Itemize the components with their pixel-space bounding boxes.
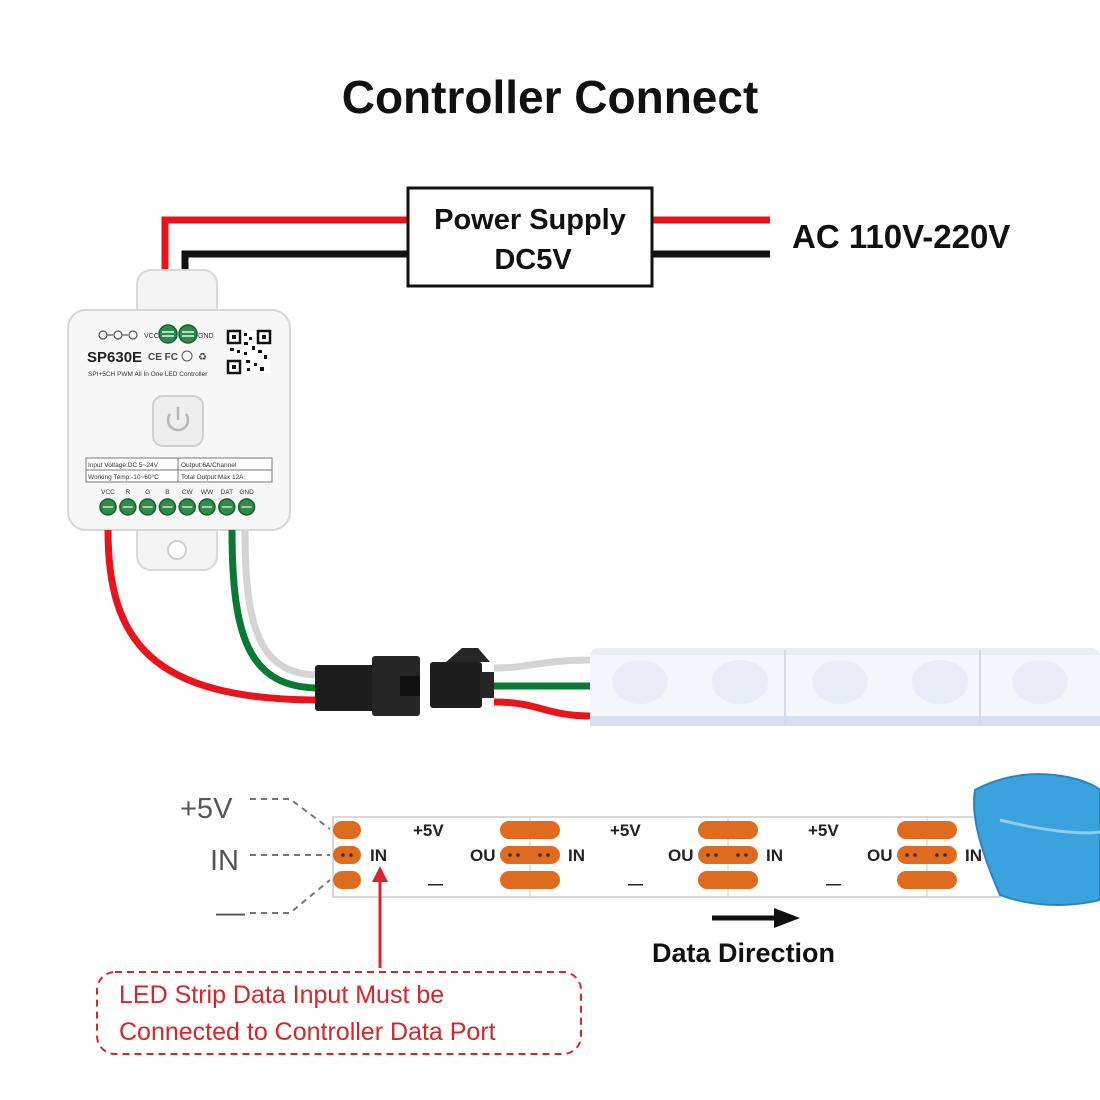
spec-input-voltage: Input Voltage:DC 5~24V bbox=[88, 462, 159, 469]
strip-label-in: IN bbox=[568, 846, 585, 865]
vcc-label: VCC bbox=[144, 333, 159, 340]
strip-label-plus: +5V bbox=[413, 821, 444, 840]
strip-label-minus: — bbox=[428, 876, 443, 893]
spec-total-output: Total Output:Max 12A bbox=[181, 474, 244, 481]
side-labels: +5V IN — bbox=[180, 793, 331, 929]
cob-led-strip bbox=[590, 648, 1100, 726]
controller: VCC GND SP630E CE FC ♻ SPI+5CH PWM All I… bbox=[67, 269, 291, 571]
mounting-hole bbox=[167, 540, 187, 560]
strip-label-in: IN bbox=[766, 846, 783, 865]
pad-cut-minus bbox=[500, 871, 560, 889]
pad-cut-plus bbox=[698, 821, 758, 839]
terminal-label-g: G bbox=[145, 489, 150, 496]
strip-wires bbox=[104, 529, 321, 704]
terminal-label-vcc: VCC bbox=[101, 489, 115, 496]
strip-label-out: OU bbox=[470, 846, 496, 865]
power-supply-box: Power Supply DC5V bbox=[406, 186, 654, 288]
terminal-labels: VCC R G B CW WW DAT GND bbox=[101, 489, 254, 496]
recycle-icon: ♻ bbox=[198, 352, 207, 363]
data-direction-label: Data Direction bbox=[652, 938, 835, 968]
connector-female bbox=[430, 662, 482, 708]
strip-label-plus: +5V bbox=[610, 821, 641, 840]
terminal-label-dat: DAT bbox=[221, 489, 234, 496]
strip-label-out: OU bbox=[867, 846, 893, 865]
jst-connector bbox=[315, 648, 494, 716]
controller-model: SP630E bbox=[87, 349, 142, 366]
dc-polarity-icon bbox=[98, 330, 138, 340]
pad-input-minus bbox=[333, 871, 361, 889]
power-icon bbox=[166, 413, 190, 432]
pad-cut-plus bbox=[897, 821, 957, 839]
pad-cut-minus bbox=[698, 871, 758, 889]
qr-code bbox=[226, 329, 272, 375]
pad-cut-plus bbox=[500, 821, 560, 839]
diagram-title: Controller Connect bbox=[342, 71, 759, 123]
release-tape bbox=[973, 773, 1100, 906]
strip-labels: IN +5V — OU IN +5V — OU IN +5V — OU IN bbox=[370, 821, 982, 893]
spec-output-per-channel: Output:6A/Channel bbox=[181, 462, 237, 469]
terminal-pins bbox=[99, 498, 256, 516]
pad-cut-data bbox=[500, 846, 560, 864]
ac-input-label: AC 110V-220V bbox=[792, 218, 1010, 255]
side-label-in: IN bbox=[210, 845, 239, 877]
strip-pads bbox=[333, 817, 957, 897]
power-supply-voltage: DC5V bbox=[494, 244, 572, 276]
certification-marks: CE FC bbox=[148, 352, 178, 363]
connector-male bbox=[315, 665, 375, 711]
pad-cut-data bbox=[897, 846, 957, 864]
spec-table: Input Voltage:DC 5~24V Output:6A/Channel… bbox=[85, 457, 273, 483]
connector-to-strip-wires bbox=[493, 656, 593, 720]
controller-subtitle: SPI+5CH PWM All In One LED Controller bbox=[88, 371, 208, 378]
note-line-2: Connected to Controller Data Port bbox=[119, 1018, 496, 1046]
side-label-plus: +5V bbox=[180, 793, 233, 825]
strip-pcb bbox=[332, 773, 1100, 906]
input-terminal-gnd bbox=[178, 324, 198, 344]
note-line-1: LED Strip Data Input Must be bbox=[119, 981, 444, 1009]
strip-label-minus: — bbox=[628, 876, 643, 893]
strip-label-minus: — bbox=[826, 876, 841, 893]
strip-label-in: IN bbox=[965, 846, 982, 865]
strip-label-in: IN bbox=[370, 846, 387, 865]
data-direction-arrow bbox=[712, 908, 800, 928]
side-label-minus: — bbox=[216, 897, 245, 929]
pad-cut-minus bbox=[897, 871, 957, 889]
pad-cut-data bbox=[698, 846, 758, 864]
pad-input-data bbox=[333, 846, 361, 864]
strip-label-plus: +5V bbox=[808, 821, 839, 840]
terminal-label-b: B bbox=[165, 489, 169, 496]
terminal-label-ww: WW bbox=[201, 489, 214, 496]
data-input-arrow bbox=[372, 866, 388, 968]
terminal-label-gnd: GND bbox=[239, 489, 254, 496]
input-terminal-vcc bbox=[158, 324, 178, 344]
gnd-label: GND bbox=[198, 333, 214, 340]
power-button bbox=[152, 395, 204, 447]
pad-input-plus bbox=[333, 821, 361, 839]
rohs-icon bbox=[181, 350, 193, 362]
strip-label-out: OU bbox=[668, 846, 694, 865]
power-supply-label: Power Supply bbox=[434, 204, 626, 236]
terminal-label-cw: CW bbox=[182, 489, 194, 496]
terminal-label-r: R bbox=[125, 489, 130, 496]
spec-working-temp: Working Temp:-10~60°C bbox=[88, 473, 159, 481]
data-input-note: LED Strip Data Input Must be Connected t… bbox=[96, 971, 582, 1055]
